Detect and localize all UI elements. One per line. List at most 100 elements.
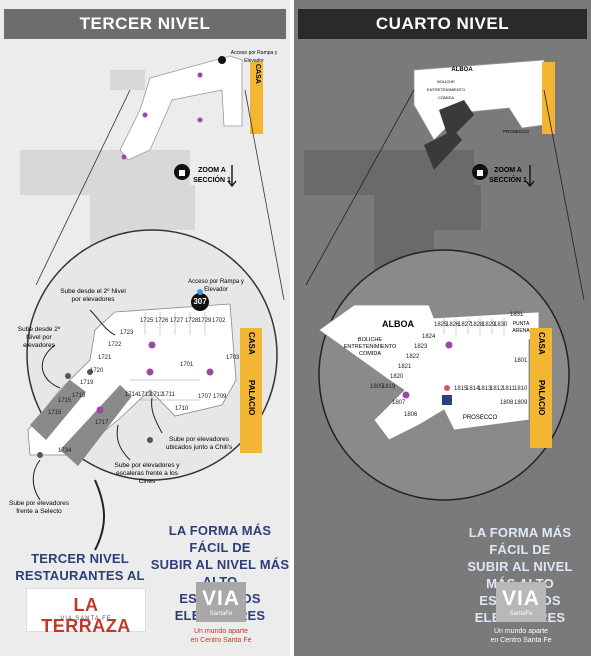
anchor-top-label: CASA [254,64,261,84]
store-1826: 1826 [446,322,460,328]
palacio-label: PALACIO [247,380,256,416]
store-1829: 1829 [482,322,496,328]
store-1815: 1815 [454,386,468,392]
store-1711: 1711 [162,392,175,398]
tagline-right-1: Un mundo aparte [493,628,549,635]
tagline-left-2: en Centro Santa Fe [190,637,252,644]
store-1813: 1813 [478,386,492,392]
zoom-label-right-2: SECCIÓN 1 [489,177,527,184]
store-1723: 1723 [120,330,134,336]
access-label: Acceso por Rampa y Elevador [188,279,244,293]
store-1823: 1823 [414,344,428,350]
store-1806: 1806 [404,412,418,418]
store-1729: 1729 [198,318,212,324]
store-1734: 1734 [58,448,72,454]
store-1726: 1726 [155,318,169,324]
store-1719: 1719 [80,380,94,386]
zoom-label-line2: SECCIÓN 1 [193,177,231,184]
casa-palacio-anchor-right [530,328,552,448]
la-terraza-logo: LA TERRAZA VIA SANTA FE [26,588,146,636]
store-1810: 1810 [514,386,528,392]
store-1721: 1721 [98,355,112,361]
store-1820: 1820 [390,374,404,380]
zoom-icon-right [472,164,535,188]
zoomed-floorplan [27,289,262,551]
store-1814: 1814 [466,386,480,392]
third-level-panel: TERCER NIVEL [0,0,290,656]
top-access-label: Acceso por Rampa y Elevador [230,50,278,64]
store-1827: 1827 [458,322,472,328]
casa-label-right: CASA [537,332,546,355]
via-santafe-logo-right: VIA SantaFe [496,582,546,622]
fourth-level-map [304,59,585,501]
punta-arena-2: ARENA [512,328,530,334]
store-1725: 1725 [140,318,154,324]
store-1809: 1809 [514,400,528,406]
note-sube-selecto: Sube por elevadores frente a Selecto [9,500,69,515]
store-1807: 1807 [392,400,406,406]
store-1701: 1701 [180,362,194,368]
prosecco-label: PROSECCO [462,415,498,421]
fourth-level-header: CUARTO NIVEL [298,9,587,39]
store-1710: 1710 [175,406,189,412]
store-1831: 1831 [510,312,524,318]
store-1828: 1828 [470,322,484,328]
store-1716: 1716 [48,410,62,416]
store-1728: 1728 [185,318,199,324]
store-1718: 1718 [72,393,86,399]
zoom-label-line1: ZOOM A [198,167,226,174]
store-1707: 1707 [198,394,212,400]
boliche-label-3: COMIDA [359,351,381,357]
store-1712: 1712 [150,392,164,398]
boliche-top-label: BOLICHE ENTRETENIMIENTO COMIDA [426,79,466,100]
fourth-level-panel: CUARTO NIVEL [294,0,591,656]
store-1714: 1714 [125,392,139,398]
note-sube-chilis: Sube por elevadores ubicados junto a Chi… [165,436,233,451]
store-1824: 1824 [422,334,436,340]
store-1822: 1822 [406,354,420,360]
store-1812: 1812 [490,386,504,392]
store-1703: 1703 [226,355,240,361]
access-marker-307 [191,293,209,311]
store-1819: 1819 [382,384,396,390]
overview-floorplan [119,55,263,161]
store-1808: 1808 [500,400,514,406]
palacio-label-right: PALACIO [537,380,546,416]
access-marker-small [218,56,226,64]
store-1727: 1727 [170,318,184,324]
casa-label: CASA [247,332,256,355]
third-level-map [20,55,285,551]
alboa-top-label: ALBOA [451,67,473,73]
zoom-icon [174,164,237,188]
zoomed-floorplan-right [318,304,552,448]
store-1709: 1709 [213,394,227,400]
store-1821: 1821 [398,364,412,370]
via-santafe-logo-left: VIA SantaFe [196,582,246,622]
access-number: 307 [193,297,207,306]
store-1801: 1801 [514,358,528,364]
boliche-label-2: ENTRETENIMIENTO [343,344,397,350]
store-1805: 1805 [370,384,384,390]
store-1715: 1715 [58,398,72,404]
tagline-left-1: Un mundo aparte [193,628,249,635]
note-sube-desde-2: Sube desde 2º Nivel por elevadores [17,326,61,349]
third-level-header: TERCER NIVEL [4,9,286,39]
store-1830: 1830 [494,322,508,328]
boliche-label-1: BOLICHE [357,337,383,343]
zoom-label-right-1: ZOOM A [494,167,522,174]
punta-arena-1: PUNTA [512,321,530,327]
store-1722: 1722 [108,342,122,348]
store-1713: 1713 [138,392,152,398]
casa-palacio-anchor [240,328,262,453]
store-1702: 1702 [212,318,226,324]
overview-floorplan-right [413,59,555,170]
prosecco-top-label: PROSECCO [503,129,529,134]
alboa-label: ALBOA [382,319,414,329]
store-1717: 1717 [95,420,109,426]
note-sube-2nivel: Sube desde el 2º Nivel por elevadores [60,288,126,303]
store-1811: 1811 [502,386,515,392]
tagline-right-2: en Centro Santa Fe [490,637,552,644]
store-1720: 1720 [90,368,104,374]
store-1825: 1825 [434,322,448,328]
